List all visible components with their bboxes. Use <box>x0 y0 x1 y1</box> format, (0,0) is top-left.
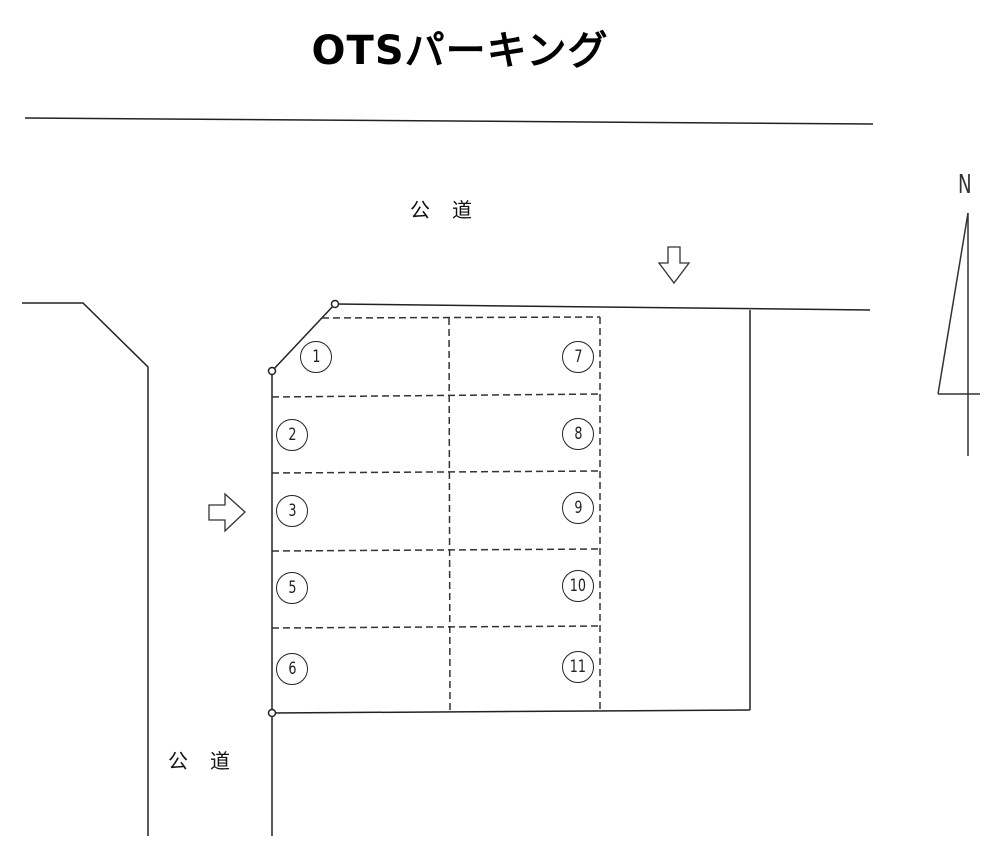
slot-number: 6 <box>287 659 297 679</box>
road-label-north: 公道 <box>410 198 494 222</box>
slot-number: 1 <box>311 347 321 367</box>
slot-number: 11 <box>569 657 587 677</box>
slot-number: 9 <box>573 498 583 518</box>
slot-number: 3 <box>287 501 297 521</box>
road-edge-north <box>24 117 874 125</box>
road-edge-west <box>22 302 149 836</box>
survey-marker <box>267 366 277 376</box>
parking-slot-8[interactable]: 8 <box>562 418 594 450</box>
page-title: OTSパーキング <box>311 28 609 74</box>
compass-label: N <box>958 170 972 200</box>
parking-slot-10[interactable]: 10 <box>562 570 594 602</box>
arrow-right-icon <box>208 492 246 533</box>
parking-slot-5[interactable]: 5 <box>276 572 308 604</box>
parking-grid <box>271 316 601 713</box>
survey-marker <box>267 708 277 718</box>
survey-marker <box>330 299 340 309</box>
parking-slot-11[interactable]: 11 <box>562 651 594 683</box>
road-label-west: 公道 <box>168 749 252 773</box>
slot-number: 8 <box>573 424 583 444</box>
slot-number: 5 <box>287 578 297 598</box>
parking-slot-2[interactable]: 2 <box>276 419 308 451</box>
arrow-down-icon <box>657 246 691 285</box>
lot-corner-chamfer <box>271 303 336 372</box>
parking-slot-9[interactable]: 9 <box>562 492 594 524</box>
slot-number: 2 <box>287 425 297 445</box>
north-arrow-icon <box>937 212 980 456</box>
parking-slot-3[interactable]: 3 <box>276 495 308 527</box>
parking-slot-7[interactable]: 7 <box>562 341 594 373</box>
slot-number: 10 <box>569 576 587 596</box>
parking-slot-1[interactable]: 1 <box>300 341 332 373</box>
lot-boundary-south <box>271 709 751 714</box>
lot-boundary-north <box>334 303 871 311</box>
parking-slot-6[interactable]: 6 <box>276 653 308 685</box>
slot-number: 7 <box>573 347 583 367</box>
